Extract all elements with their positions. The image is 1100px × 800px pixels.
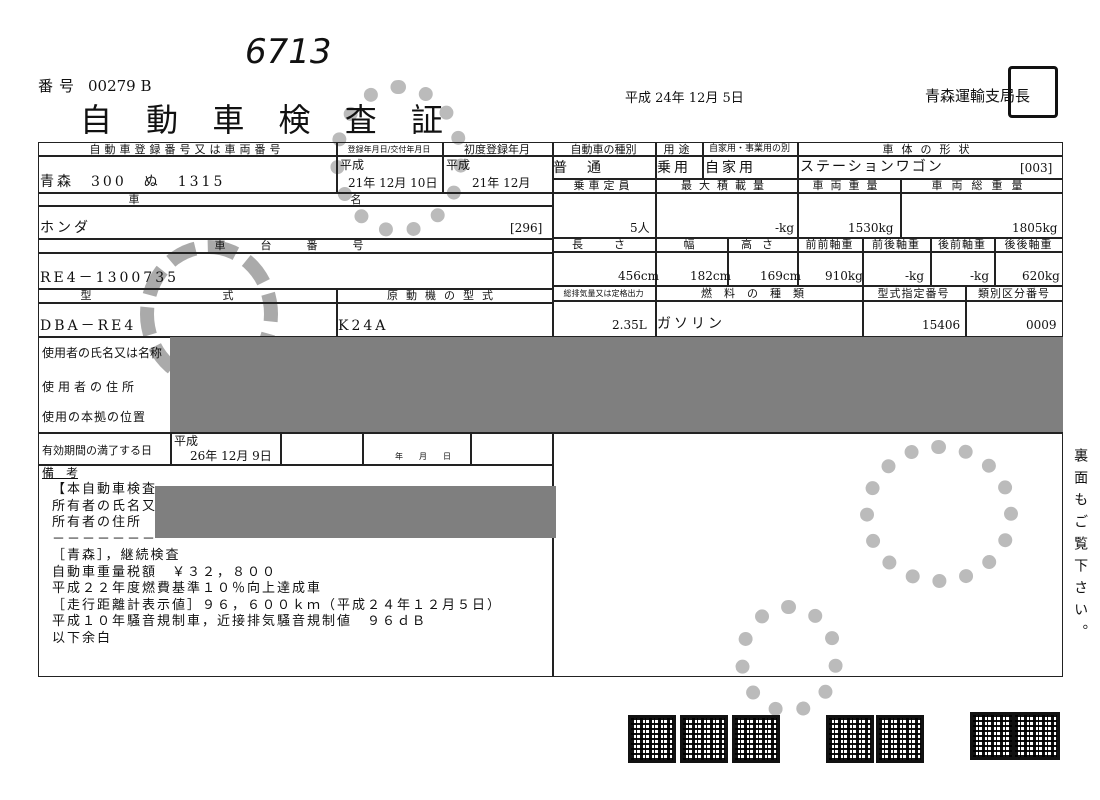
rf-axle: -kg <box>970 269 990 283</box>
qr-code <box>1012 712 1060 760</box>
car-name: ホンダ <box>40 220 91 236</box>
header-engine-model: 原動機の型式 <box>387 289 501 302</box>
serial-number: 00279 B <box>88 77 152 95</box>
max-load: -kg <box>775 221 795 235</box>
header-ff-axle: 前前軸重 <box>805 238 854 251</box>
kind: 普 通 <box>553 160 604 176</box>
qr-code <box>628 715 676 763</box>
reg-no: 青森 300 ぬ 1315 <box>40 174 226 190</box>
capacity: 5人 <box>630 221 650 235</box>
remarks-list: 【本自動車検査 所有者の氏名又 所有者の住所 －－－－－－－ ［青森］，継続検査… <box>52 482 502 647</box>
car-code: [296] <box>510 221 543 235</box>
remark-line: 【本自動車検査 <box>52 482 158 497</box>
header-rr-axle: 後後軸重 <box>1004 238 1053 251</box>
remark-line: 以下余白 <box>52 630 113 646</box>
body-code: [003] <box>1020 161 1053 175</box>
header-rf-axle: 後前軸重 <box>938 238 986 251</box>
fuel: ガソリン <box>657 316 725 332</box>
expiry-era: 平成 <box>174 434 199 448</box>
serial-label: 番号 <box>38 77 81 95</box>
qr-code <box>826 715 874 763</box>
category-no: 0009 <box>1026 318 1057 332</box>
body-shape: ステーションワゴン <box>800 159 944 175</box>
header-weight: 車両重量 <box>812 179 885 192</box>
header-length: 長 さ <box>572 238 635 251</box>
header-private-business: 自家用・事業用の別 <box>708 144 790 154</box>
header-reg-date: 登録年月日/交付年月日 <box>347 145 431 154</box>
height: 169cm <box>760 269 802 283</box>
remark-line: 自動車重量税額 ￥３２，８００ <box>52 564 278 580</box>
label-user-address: 使用者の住所 <box>42 380 139 394</box>
model: DBA－RE4 <box>40 318 137 334</box>
handwritten-number: 6713 <box>245 32 332 72</box>
header-use: 用途 <box>663 143 694 156</box>
header-gross-weight: 車両総重量 <box>931 179 1032 192</box>
header-model: 型 式 <box>80 289 294 302</box>
expiry-date: 26年 12月 9日 <box>190 449 272 463</box>
remark-line: 平成２２年度燃費基準１０％向上達成車 <box>52 581 323 596</box>
engine-model: K24A <box>338 318 389 334</box>
header-max-load: 最大積載量 <box>681 179 771 192</box>
header-first-reg: 初度登録年月 <box>464 143 530 156</box>
remark-line: 平成１０年騒音規制車，近接排気騒音規制値 ９６ｄＢ <box>52 614 428 629</box>
document-title: 自 動 車 検 査 証 <box>80 101 455 139</box>
label-base-location: 使用の本拠の位置 <box>42 410 147 424</box>
reg-era: 平成 <box>340 158 365 172</box>
first-reg: 21年 12月 <box>472 176 531 190</box>
use: 乗用 <box>657 160 691 176</box>
header-fuel: 燃料の種類 <box>701 287 816 300</box>
issue-date: 平成 24年 12月 5日 <box>625 91 744 106</box>
remark-line: ［青森］，継続検査 <box>52 548 181 563</box>
length: 456cm <box>618 269 660 283</box>
qr-code <box>732 715 780 763</box>
remark-line: 所有者の氏名又 <box>52 498 158 514</box>
label-user-name: 使用者の氏名又は名称 <box>42 346 163 360</box>
issuer: 青森運輸支局長 <box>925 87 1031 105</box>
ff-axle: 910kg <box>825 269 863 283</box>
remark-line: －－－－－－－ <box>52 531 158 547</box>
header-reg-no: 自動車登録番号又は車両番号 <box>89 143 285 156</box>
official-seal <box>1008 66 1058 118</box>
expiry-ymd-blank: 年 月 日 <box>395 452 451 461</box>
remark-line: 所有者の住所 <box>52 515 143 530</box>
remark-line: ［走行距離計表示値］９６，６００ｋｍ（平成２４年１２月５日） <box>52 597 503 613</box>
label-remarks: 備 考 <box>42 466 79 480</box>
header-kind: 自動車の種別 <box>570 143 637 156</box>
header-displacement: 総排気量又は定格出力 <box>563 289 644 298</box>
header-body-shape: 車体の形状 <box>882 143 978 156</box>
reg-date: 21年 12月 10日 <box>348 176 438 190</box>
private-business: 自家用 <box>705 160 756 176</box>
qr-code <box>876 715 924 763</box>
fr-axle: -kg <box>905 269 925 283</box>
first-reg-era: 平成 <box>446 158 471 172</box>
header-height: 高さ <box>741 238 783 251</box>
rr-axle: 620kg <box>1022 269 1060 283</box>
qr-code <box>680 715 728 763</box>
header-type-designation: 型式指定番号 <box>877 287 950 300</box>
qr-code <box>970 712 1018 760</box>
label-expiry: 有効期間の満了する日 <box>42 444 152 457</box>
chassis-no: RE4－1300735 <box>40 270 180 286</box>
weight: 1530kg <box>848 221 894 235</box>
header-width: 幅 <box>683 238 699 251</box>
header-chassis-no: 車 台 番 号 <box>214 239 376 252</box>
header-category-no: 類別区分番号 <box>978 287 1050 300</box>
displacement: 2.35L <box>612 318 647 332</box>
header-car-name: 車 名 <box>128 193 462 206</box>
header-fr-axle: 前後軸重 <box>872 238 920 251</box>
gross-weight: 1805kg <box>1012 221 1058 235</box>
redacted-owner-info <box>155 486 556 538</box>
redacted-user-info <box>170 337 1063 432</box>
width: 182cm <box>690 269 732 283</box>
header-capacity: 乗車定員 <box>573 179 634 192</box>
side-note: 裏面もご覧下さい。 <box>1072 448 1089 646</box>
type-designation: 15406 <box>922 318 961 332</box>
